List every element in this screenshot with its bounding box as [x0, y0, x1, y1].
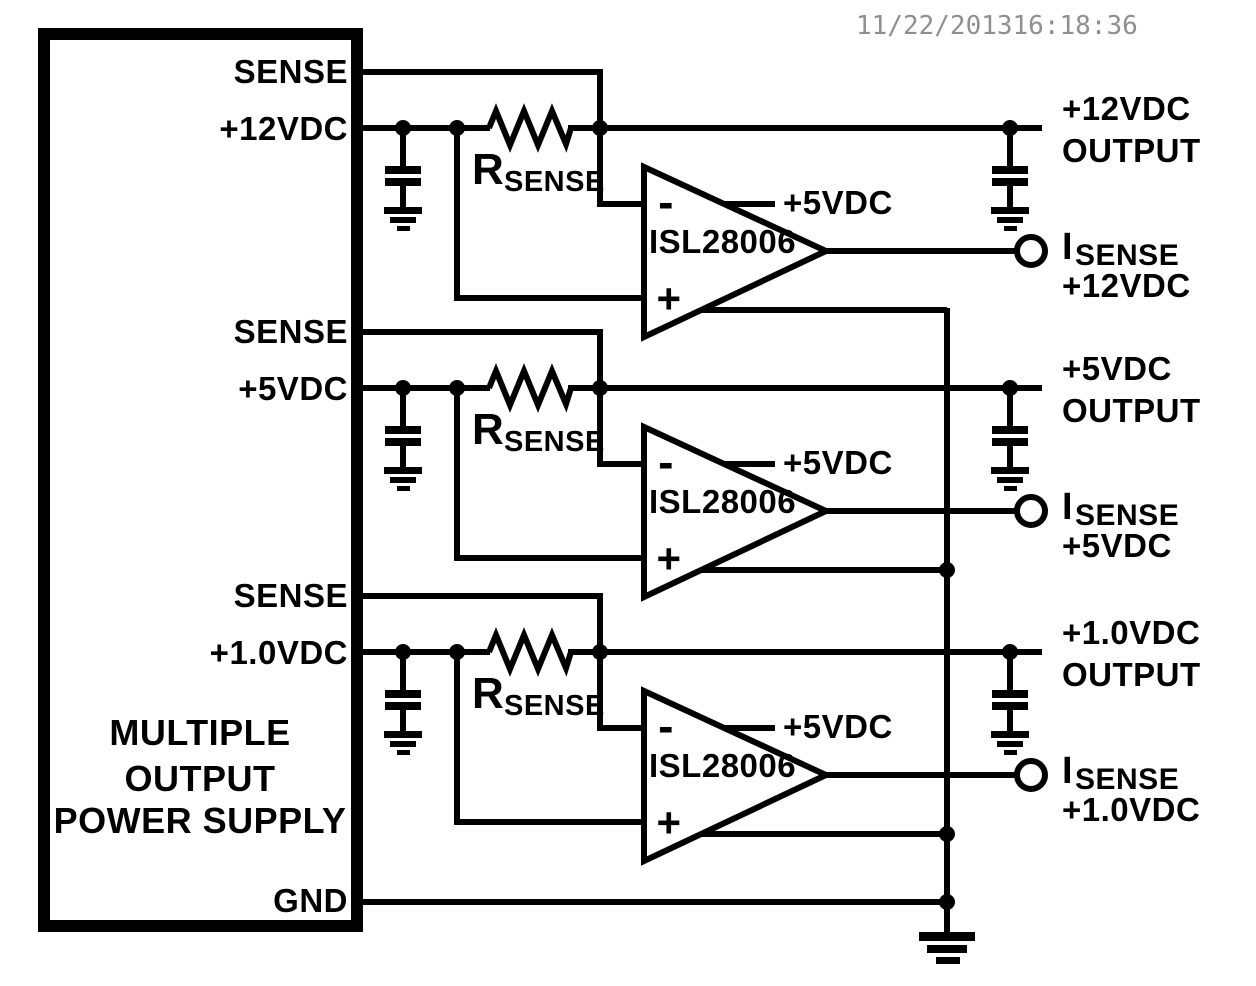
output-bypass-capacitor [992, 649, 1028, 733]
ps-pin-rail-label: +1.0VDC [210, 634, 348, 671]
isense-label-rail: +1.0VDC [1062, 791, 1200, 828]
amp-part-label: ISL28006 [649, 483, 796, 520]
timestamp: 11/22/201316:18:36 [856, 11, 1138, 41]
output-capacitor-ground-symbol [991, 731, 1029, 755]
isense-label-sub: SENSE [1075, 499, 1179, 532]
output-capacitor-ground-symbol [991, 467, 1029, 491]
isense-label-sub: SENSE [1075, 239, 1179, 272]
resistor-sub-label: SENSE [504, 426, 605, 458]
sense-resistor [486, 363, 574, 413]
resistor-name-label: R [472, 405, 504, 454]
junction-dot [592, 120, 608, 136]
junction-dot [1002, 380, 1018, 396]
junction-dot [1002, 120, 1018, 136]
ps-pin-rail-label: +12VDC [219, 110, 348, 147]
output-bypass-capacitor [992, 385, 1028, 469]
noninverting-branch-wire [454, 652, 647, 825]
rail-bypass-capacitor [385, 649, 421, 733]
capacitor-ground-symbol [384, 467, 422, 491]
current-sense-amplifier [641, 162, 834, 342]
rail-bypass-capacitor [385, 385, 421, 469]
current-sense-amplifier [641, 686, 834, 866]
noninverting-branch-wire [454, 128, 647, 301]
amp-noninverting-label: + [656, 535, 681, 582]
output-bypass-capacitor [992, 125, 1028, 209]
system-ground-symbol [919, 932, 975, 964]
output-terminal [1014, 758, 1048, 792]
power-supply-title-line3: POWER SUPPLY [54, 800, 347, 841]
isense-label-symbol: I [1062, 750, 1073, 792]
sense-resistor [486, 627, 574, 677]
isense-label-rail: +5VDC [1062, 527, 1172, 564]
rail-output-label-line2: OUTPUT [1062, 656, 1201, 693]
noninverting-branch-wire [454, 388, 647, 561]
isense-label-rail: +12VDC [1062, 267, 1191, 304]
junction-dot [449, 120, 465, 136]
junction-dot [592, 380, 608, 396]
rail-output-label-line1: +12VDC [1062, 90, 1191, 127]
junction-dot [592, 644, 608, 660]
resistor-name-label: R [472, 145, 504, 194]
current-sense-amplifier [641, 422, 834, 602]
ps-pin-rail-label: +5VDC [238, 370, 348, 407]
junction-dot [449, 644, 465, 660]
ps-pin-gnd-label: GND [273, 882, 348, 919]
rail-bypass-capacitor [385, 125, 421, 209]
amp-inverting-label: - [658, 436, 674, 488]
output-capacitor-ground-symbol [991, 207, 1029, 231]
junction-dot [395, 644, 411, 660]
capacitor-ground-symbol [384, 731, 422, 755]
power-supply-box [38, 28, 363, 932]
output-terminal [1014, 494, 1048, 528]
amp-noninverting-label: + [656, 799, 681, 846]
power-supply-title-line2: OUTPUT [125, 758, 276, 799]
junction-dot [395, 120, 411, 136]
amp-inverting-label: - [658, 700, 674, 752]
rail-output-label-line1: +5VDC [1062, 350, 1172, 387]
rail-output-label-line2: OUTPUT [1062, 132, 1201, 169]
ps-pin-sense-label: SENSE [234, 313, 348, 350]
resistor-sub-label: SENSE [504, 690, 605, 722]
junction-dot [1002, 644, 1018, 660]
amp-supply-label: +5VDC [783, 184, 893, 221]
channel-1-0vdc: SENSE +1.0VDC R SENSE [210, 577, 1201, 866]
resistor-sub-label: SENSE [504, 166, 605, 198]
junction-dot [395, 380, 411, 396]
amp-inverting-label: - [658, 176, 674, 228]
sense-wire [357, 593, 647, 731]
sense-resistor [486, 103, 574, 153]
ps-pin-sense-label: SENSE [234, 577, 348, 614]
power-supply: MULTIPLE OUTPUT POWER SUPPLY GND [38, 28, 363, 932]
isense-label-sub: SENSE [1075, 763, 1179, 796]
amp-supply-label: +5VDC [783, 708, 893, 745]
output-terminal [1014, 234, 1048, 268]
sense-wire [357, 329, 647, 467]
amp-supply-label: +5VDC [783, 444, 893, 481]
capacitor-ground-symbol [384, 207, 422, 231]
channel-12vdc: SENSE +12VDC R SENSE [219, 53, 1201, 342]
bus-junction-dot [939, 894, 955, 910]
ps-pin-sense-label: SENSE [234, 53, 348, 90]
power-supply-title-line1: MULTIPLE [109, 712, 290, 753]
amp-part-label: ISL28006 [649, 747, 796, 784]
junction-dot [449, 380, 465, 396]
sense-wire [357, 69, 647, 207]
isense-label-symbol: I [1062, 486, 1073, 528]
amp-part-label: ISL28006 [649, 223, 796, 260]
rail-output-label-line1: +1.0VDC [1062, 614, 1200, 651]
amp-noninverting-label: + [656, 275, 681, 322]
isense-label-symbol: I [1062, 226, 1073, 268]
resistor-name-label: R [472, 669, 504, 718]
channel-5vdc: SENSE +5VDC R SENSE [234, 313, 1201, 602]
rail-output-label-line2: OUTPUT [1062, 392, 1201, 429]
